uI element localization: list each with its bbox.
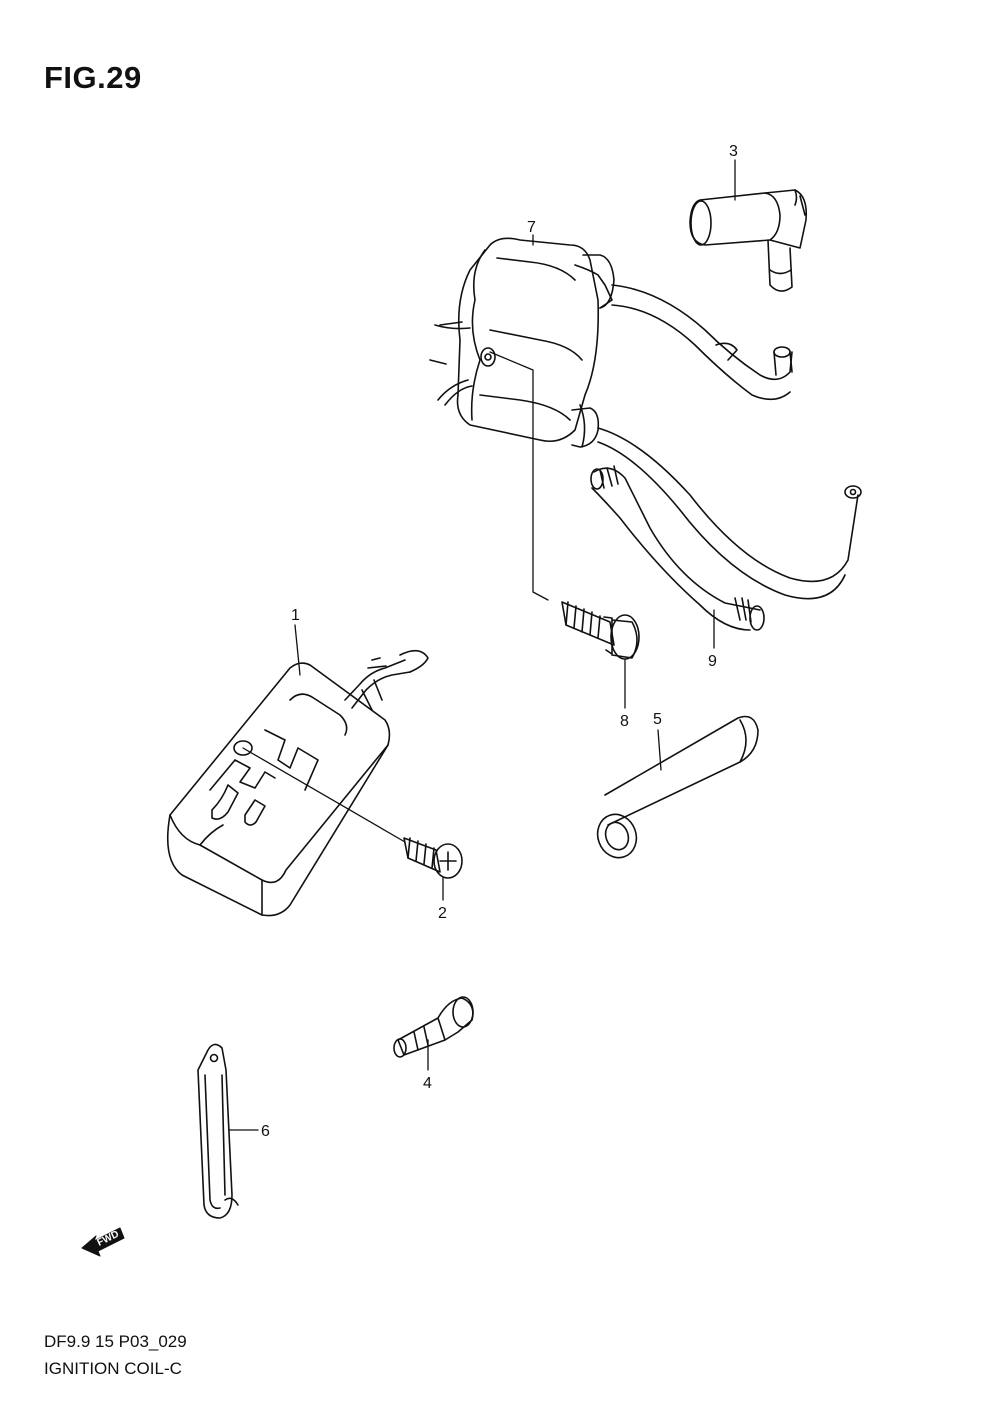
clamp-pin (394, 997, 473, 1057)
cable-band (198, 1044, 238, 1218)
figure-name: IGNITION COIL-C (44, 1359, 182, 1378)
callout-2: 2 (438, 905, 447, 922)
cord-sleeve (592, 717, 758, 864)
cdi-unit (168, 651, 428, 916)
callout-6: 6 (261, 1123, 270, 1140)
callout-9: 9 (708, 653, 717, 670)
ignition-coil (430, 238, 614, 447)
callout-7: 7 (527, 219, 536, 236)
callout-labels: 1 2 3 4 5 6 7 8 9 (261, 143, 738, 1140)
figure-code: DF9.9 15 P03_029 (44, 1332, 187, 1351)
figure-footer: DF9.9 15 P03_029 IGNITION COIL-C (44, 1328, 187, 1382)
leader-lines (228, 159, 736, 1131)
forward-arrow-icon: FWD (81, 1227, 125, 1257)
callout-4: 4 (423, 1075, 432, 1092)
spark-plug-cap (690, 190, 806, 291)
coil-mounting-bolt (562, 602, 639, 659)
callout-1: 1 (291, 607, 300, 624)
callout-5: 5 (653, 711, 662, 728)
ht-cord-protector (591, 466, 764, 630)
callout-3: 3 (729, 143, 738, 160)
high-tension-lead (598, 285, 861, 599)
callout-8: 8 (620, 713, 629, 730)
cdi-screw (404, 838, 462, 878)
figure-title: FIG.29 (44, 60, 142, 95)
